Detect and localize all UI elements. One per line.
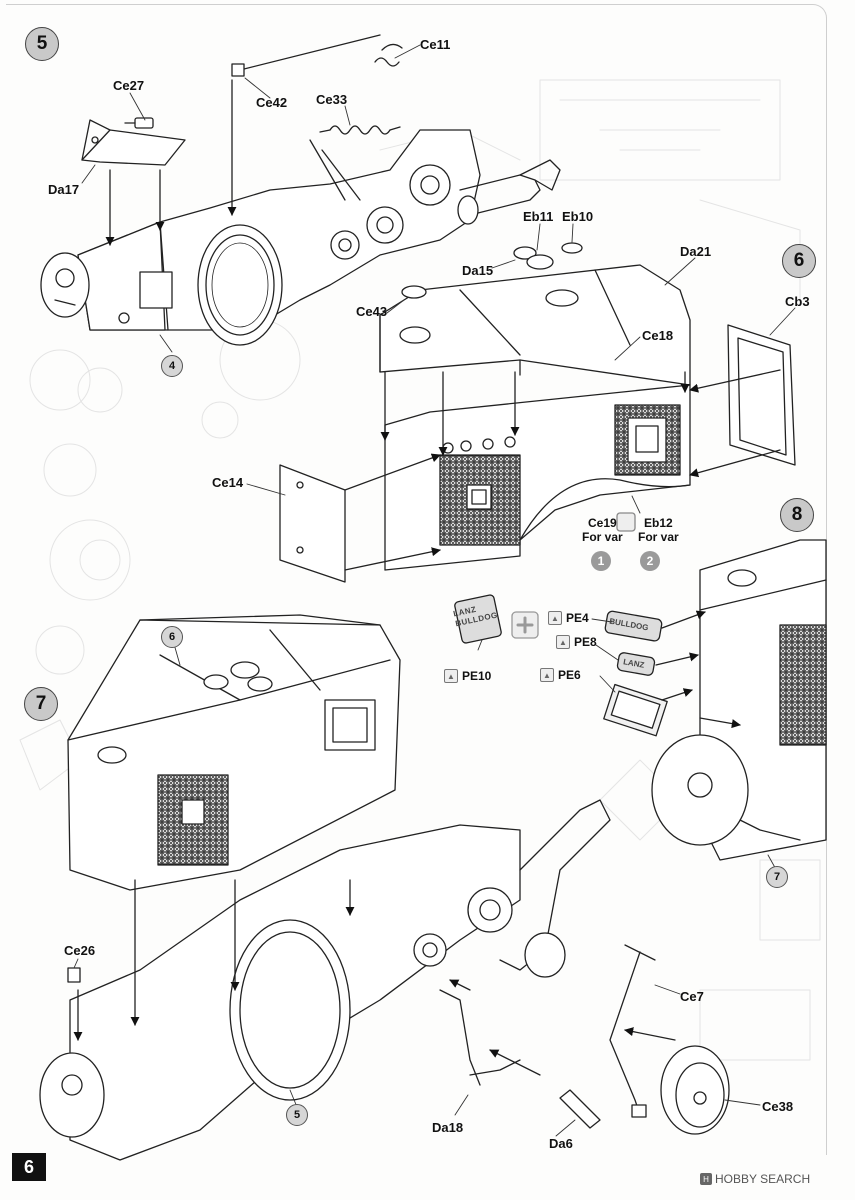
part-label-eb10: Eb10 <box>562 209 594 224</box>
part-label-ce42: Ce42 <box>256 95 288 110</box>
part-label-eb12: Eb12 <box>644 516 673 530</box>
variant-badge-2: 2 <box>640 551 660 571</box>
variant-badge-1: 1 <box>591 551 611 571</box>
part-label-ce33: Ce33 <box>316 92 348 107</box>
variant-1-text: For var <box>582 529 623 544</box>
photo-etch-icon: ▲ <box>556 635 570 649</box>
watermark-text: HOBBY SEARCH <box>715 1172 811 1186</box>
variant-1-label: Ce19 For var <box>582 516 623 545</box>
part-label-da21: Da21 <box>680 244 712 259</box>
part-label-ce11: Ce11 <box>420 37 451 52</box>
photo-etch-icon: ▲ <box>548 611 562 625</box>
variant-2-label: Eb12 For var <box>638 516 679 545</box>
step-number-6: 6 <box>782 244 816 278</box>
variant-2-text: For var <box>638 529 679 544</box>
subassembly-ref-7: 7 <box>766 866 788 888</box>
step8-drawing <box>454 539 827 861</box>
part-label-da17: Da17 <box>48 182 80 197</box>
watermark-logo-icon: H <box>700 1173 712 1185</box>
pe-label-pe10: ▲ PE10 <box>444 669 491 683</box>
step-number-5: 5 <box>25 27 59 61</box>
step-number-7: 7 <box>24 687 58 721</box>
part-label-da18: Da18 <box>432 1120 464 1135</box>
subassembly-ref-6: 6 <box>161 626 183 648</box>
part-label-ce26: Ce26 <box>64 943 96 958</box>
part-label-ce27: Ce27 <box>113 78 145 93</box>
part-label-ce14: Ce14 <box>212 475 244 490</box>
photo-etch-icon: ▲ <box>444 669 458 683</box>
step7-drawing <box>39 614 730 1161</box>
page-number: 6 <box>12 1153 46 1181</box>
part-label-ce38: Ce38 <box>762 1099 794 1114</box>
part-label-eb11: Eb11 <box>523 209 554 224</box>
subassembly-ref-4: 4 <box>161 355 183 377</box>
step-number-8: 8 <box>780 498 814 532</box>
watermark: H HOBBY SEARCH <box>700 1172 810 1186</box>
step6-drawing <box>279 242 796 583</box>
part-label-ce43: Ce43 <box>356 304 388 319</box>
pe-label-pe4: ▲ PE4 <box>548 611 589 625</box>
part-label-da15: Da15 <box>462 263 494 278</box>
photo-etch-icon: ▲ <box>540 668 554 682</box>
part-label-ce19: Ce19 <box>588 516 617 530</box>
part-label-ce18: Ce18 <box>642 328 674 343</box>
part-label-cb3: Cb3 <box>785 294 810 309</box>
label-leader-lines <box>73 44 796 1137</box>
pe-label-pe6: ▲ PE6 <box>540 668 581 682</box>
pe-label-pe8: ▲ PE8 <box>556 635 597 649</box>
step5-drawing <box>40 34 561 346</box>
subassembly-ref-5: 5 <box>286 1104 308 1126</box>
part-label-da6: Da6 <box>549 1136 573 1151</box>
part-label-ce7: Ce7 <box>680 989 704 1004</box>
